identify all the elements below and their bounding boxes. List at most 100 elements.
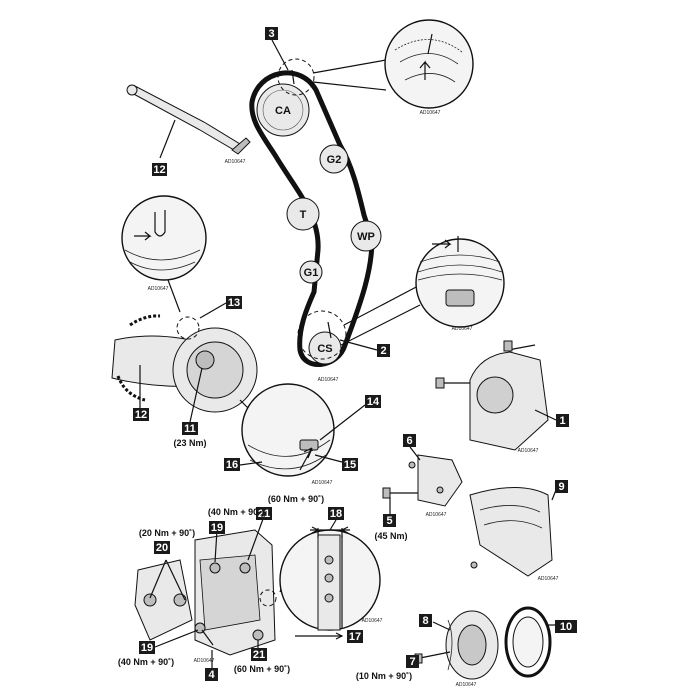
crankshaft-mark-zoom-circle: [297, 310, 347, 360]
torque-20: (20 Nm + 90˚): [139, 528, 195, 538]
svg-text:6: 6: [406, 435, 412, 447]
ref-code-belt: AD10647: [318, 377, 339, 383]
ref-code-camshaft: AD10647: [420, 110, 441, 116]
torque-19-bottom: (40 Nm + 90˚): [118, 657, 174, 667]
pulley-label-ca: CA: [275, 105, 291, 117]
callout-21-bottom: 21: [251, 648, 267, 661]
ref-code-gap: AD10647: [362, 618, 383, 624]
svg-text:2: 2: [380, 345, 386, 357]
svg-text:3: 3: [268, 28, 274, 40]
callout-10: 10: [555, 620, 577, 633]
callout-12-top: 12: [152, 163, 167, 176]
ref-code-cover-6: AD10647: [426, 512, 447, 518]
callout-7: 7: [406, 655, 419, 668]
callout-4: 4: [205, 668, 218, 681]
ref-code-cover-1: AD10647: [518, 448, 539, 454]
cover-bracket: AD10647: [382, 454, 463, 518]
callout-16: 16: [224, 458, 240, 471]
callout-19-bottom: 19: [139, 629, 199, 654]
svg-text:21: 21: [253, 649, 265, 661]
pulley-label-cs: CS: [317, 343, 332, 355]
svg-text:12: 12: [135, 409, 147, 421]
crankshaft-guide-plate: [504, 606, 555, 678]
svg-text:8: 8: [422, 615, 428, 627]
callout-11: 11: [182, 367, 203, 435]
callout-18: 18: [328, 507, 344, 531]
callout-1: 1: [556, 414, 569, 427]
ref-code-damper: AD10647: [456, 682, 477, 688]
camshaft-timing-mark: [291, 69, 295, 85]
svg-text:19: 19: [141, 642, 153, 654]
upper-timing-cover: AD10647: [435, 340, 557, 454]
ref-code-tool: AD10647: [225, 159, 246, 165]
svg-text:17: 17: [349, 631, 361, 643]
torque-21-top: (60 Nm + 90˚): [268, 494, 324, 504]
pulley-label-g2: G2: [327, 154, 342, 166]
locking-tool: AD10647: [126, 84, 251, 165]
torque-5: (45 Nm): [374, 531, 407, 541]
callout-13: 13: [199, 296, 242, 319]
svg-text:1: 1: [559, 415, 565, 427]
idler-pulley-g1: G1: [299, 260, 323, 284]
callout-15: 15: [342, 458, 358, 471]
callout-2: 2: [339, 339, 390, 357]
svg-text:5: 5: [386, 515, 392, 527]
svg-text:11: 11: [184, 423, 196, 435]
tensioner-pulley: T: [286, 197, 320, 231]
callout-9: 9: [555, 480, 568, 493]
callout-17: 17: [347, 630, 363, 643]
tensioner-window-detail: AD10647: [239, 383, 366, 486]
timing-belt-assembly: CA G2 T WP G1 CS AD10647: [249, 58, 382, 383]
callout-6: 6: [403, 434, 421, 461]
camshaft-mark-detail: AD10647: [312, 19, 474, 116]
tensioner-pointer-detail: AD10647: [121, 195, 207, 313]
crankshaft-damper: AD10647: [414, 610, 499, 688]
torque-19-top: (40 Nm + 90˚): [208, 507, 264, 517]
svg-text:20: 20: [156, 542, 168, 554]
crankshaft-timing-mark: [327, 321, 332, 339]
ref-code-crankshaft: AD10647: [452, 326, 473, 332]
svg-text:9: 9: [558, 481, 564, 493]
svg-text:7: 7: [409, 656, 415, 668]
callout-5: 5: [383, 514, 396, 527]
water-pump-pulley: WP: [350, 220, 382, 252]
engine-mount-assembly: AD10647: [134, 518, 293, 668]
mount-gap-detail: AD10647: [279, 526, 383, 640]
callout-8: 8: [419, 614, 432, 627]
callout-14: 14: [365, 395, 381, 408]
crankshaft-pulley: CS: [308, 331, 342, 365]
ref-code-mount: AD10647: [194, 658, 215, 664]
svg-text:18: 18: [330, 508, 342, 520]
ref-code-cover-9: AD10647: [538, 576, 559, 582]
torque-labels: (23 Nm) (45 Nm) (60 Nm + 90˚) (40 Nm + 9…: [118, 438, 412, 681]
svg-text:12: 12: [153, 164, 165, 176]
svg-text:10: 10: [560, 621, 572, 633]
callout-3: 3: [265, 27, 289, 71]
svg-text:4: 4: [208, 669, 215, 681]
pulley-label-g1: G1: [304, 267, 319, 279]
lower-timing-cover: AD10647: [469, 487, 559, 582]
ref-code-tensioner-detail: AD10647: [148, 286, 169, 292]
svg-text:15: 15: [344, 459, 356, 471]
callout-12-mid: 12: [133, 408, 149, 421]
pulley-label-wp: WP: [357, 231, 375, 243]
callout-20: 20: [154, 541, 170, 554]
torque-21-bottom: (60 Nm + 90˚): [234, 664, 290, 674]
ref-code-window: AD10647: [312, 480, 333, 486]
pulley-label-t: T: [300, 209, 307, 221]
torque-11: (23 Nm): [173, 438, 206, 448]
svg-text:14: 14: [367, 396, 380, 408]
svg-text:16: 16: [226, 459, 238, 471]
callout-21-top: 21: [256, 507, 272, 520]
crankshaft-mark-detail: AD10647: [340, 236, 505, 346]
svg-text:21: 21: [258, 508, 270, 520]
camshaft-mark-zoom-circle: [277, 58, 315, 96]
svg-text:19: 19: [211, 522, 223, 534]
svg-text:13: 13: [228, 297, 240, 309]
tensioner-assembly: [111, 314, 258, 416]
idler-pulley-g2: G2: [319, 144, 349, 174]
torque-7: (10 Nm + 90˚): [356, 671, 412, 681]
callout-labels: 3 12 13 2 12 11 14: [133, 27, 577, 681]
camshaft-pulley: CA: [256, 83, 310, 137]
